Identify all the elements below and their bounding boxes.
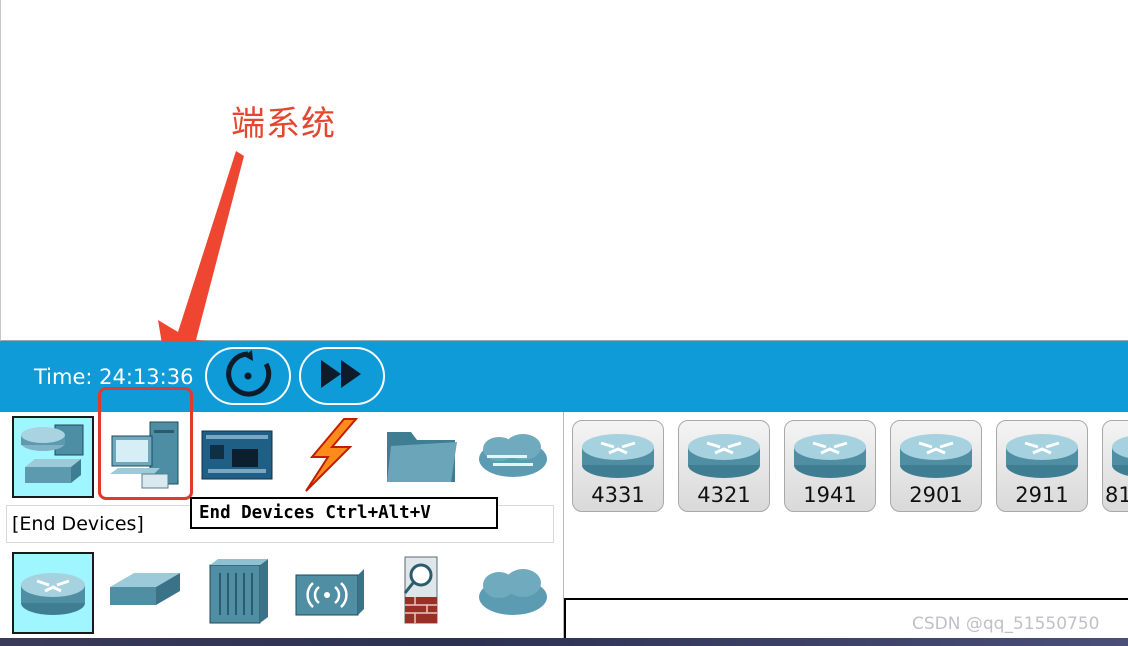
cloud-icon [473, 561, 553, 625]
device-tile-label: 2901 [909, 483, 963, 507]
device-tile-label: 81 [1105, 483, 1128, 507]
end-devices-tooltip: End Devices Ctrl+Alt+V [190, 497, 498, 529]
watermark: CSDN @qq_51550750 [912, 614, 1100, 634]
subcategory-wan-emulation[interactable] [472, 552, 554, 634]
reset-time-button[interactable] [205, 347, 291, 405]
device-tile-label: 2911 [1015, 483, 1069, 507]
selected-category-label: [End Devices] [12, 513, 144, 535]
subcategory-hubs[interactable] [196, 552, 278, 634]
device-tile-2901[interactable]: 2901 [890, 420, 982, 512]
hub-icon [202, 555, 272, 631]
network-devices-icon [15, 417, 91, 497]
cloud-icon [473, 425, 553, 489]
category-connections[interactable] [288, 416, 370, 498]
wireless-icon [290, 561, 368, 625]
time-bar: Time: 24:13:36 [0, 341, 1128, 412]
router-icon [688, 434, 760, 478]
device-tile-1941[interactable]: 1941 [784, 420, 876, 512]
router-icon [1006, 434, 1078, 478]
fast-forward-button[interactable] [299, 347, 385, 405]
device-tile-2911[interactable]: 2911 [996, 420, 1088, 512]
device-tile-label: 4331 [591, 483, 645, 507]
logical-workspace[interactable] [0, 0, 1128, 341]
router-icon [15, 553, 91, 633]
category-end-devices[interactable] [104, 416, 186, 498]
device-model-list: 4331 4321 1941 2901 [564, 412, 1128, 598]
annotation-label: 端系统 [231, 104, 336, 144]
device-tile-partial[interactable]: 81 [1102, 420, 1128, 512]
router-icon [794, 434, 866, 478]
subcategory-security[interactable] [380, 552, 462, 634]
category-network-devices[interactable] [12, 416, 94, 498]
category-components[interactable] [196, 416, 278, 498]
subcategory-wireless[interactable] [288, 552, 370, 634]
router-icon [1112, 436, 1128, 476]
category-miscellaneous[interactable] [380, 416, 462, 498]
lightning-bolt-icon [294, 417, 364, 497]
annotation-highlight-box [98, 387, 193, 500]
reset-clock-icon [222, 348, 274, 404]
components-icon [198, 425, 276, 489]
fast-forward-icon [317, 356, 367, 396]
category-multiuser[interactable] [472, 416, 554, 498]
device-tile-label: 4321 [697, 483, 751, 507]
subcategory-routers[interactable] [12, 552, 94, 634]
end-devices-icon [106, 416, 184, 498]
device-tile-4321[interactable]: 4321 [678, 420, 770, 512]
switch-icon [106, 561, 184, 625]
device-tile-label: 1941 [803, 483, 857, 507]
device-description-field[interactable] [564, 598, 1128, 638]
time-label: Time: 24:13:36 [34, 365, 194, 389]
firewall-icon [391, 553, 451, 633]
device-tile-4331[interactable]: 4331 [572, 420, 664, 512]
router-icon [582, 434, 654, 478]
subcategory-switches[interactable] [104, 552, 186, 634]
router-icon [900, 434, 972, 478]
bottom-strip [0, 638, 1128, 646]
folder-icon [383, 422, 459, 492]
